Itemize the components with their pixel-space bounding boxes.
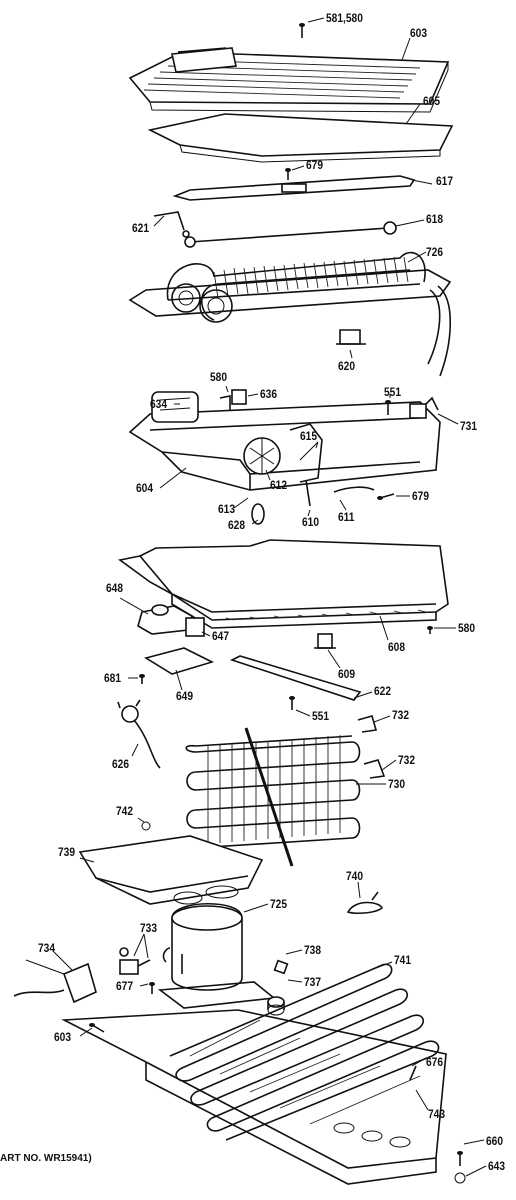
part-739-pan xyxy=(78,835,264,905)
part-660-643 xyxy=(454,1151,466,1184)
label-611: 611 xyxy=(338,510,355,524)
label-741: 741 xyxy=(394,953,412,967)
label-613: 613 xyxy=(218,502,236,516)
label-737: 737 xyxy=(304,975,322,989)
label-610: 610 xyxy=(302,515,320,529)
part-733-relay xyxy=(119,947,151,975)
part-743-base-coil xyxy=(61,963,447,1185)
label-603-bot: 603 xyxy=(54,1030,72,1044)
label-679-mid: 679 xyxy=(412,489,430,503)
label-649: 649 xyxy=(176,689,194,703)
part-618-rod xyxy=(153,211,397,248)
label-618: 618 xyxy=(426,212,444,226)
part-648-timer xyxy=(137,604,215,684)
label-608: 608 xyxy=(388,640,406,654)
label-679-top: 679 xyxy=(306,158,324,172)
label-732-a: 732 xyxy=(392,708,410,722)
label-551-mid: 551 xyxy=(312,709,330,723)
label-620: 620 xyxy=(338,359,356,373)
label-615: 615 xyxy=(300,429,318,443)
label-609: 609 xyxy=(338,667,356,681)
label-581-580: 581,580 xyxy=(326,11,363,25)
part-603-bottom xyxy=(89,1023,105,1033)
part-740-clip xyxy=(346,891,383,914)
label-580-a: 580 xyxy=(210,370,228,384)
label-617: 617 xyxy=(436,174,454,188)
part-732-brackets xyxy=(357,715,386,779)
part-725-compressor xyxy=(157,903,277,1009)
label-726: 726 xyxy=(426,245,444,259)
part-730-condenser xyxy=(185,727,361,867)
label-732-b: 732 xyxy=(398,753,416,767)
label-738: 738 xyxy=(304,943,322,957)
label-621: 621 xyxy=(132,221,150,235)
part-609-clip xyxy=(314,633,336,649)
part-620-thermostat xyxy=(336,329,366,345)
part-726-evaporator xyxy=(128,251,452,377)
label-677: 677 xyxy=(116,979,134,993)
label-647: 647 xyxy=(212,629,230,643)
label-551-top: 551 xyxy=(384,385,402,399)
label-636: 636 xyxy=(260,387,278,401)
label-603-top: 603 xyxy=(410,26,428,40)
part-604-housing xyxy=(128,389,441,525)
label-643: 643 xyxy=(488,1159,506,1173)
label-622: 622 xyxy=(374,684,392,698)
screw-581-580 xyxy=(299,23,305,38)
part-734-capacitor xyxy=(13,962,97,1004)
label-660: 660 xyxy=(486,1134,504,1148)
part-608-tray xyxy=(118,539,449,629)
label-740: 740 xyxy=(346,869,364,883)
label-743: 743 xyxy=(428,1107,446,1121)
part-626-sensor xyxy=(117,699,161,769)
label-648: 648 xyxy=(106,581,124,595)
part-742-grommet xyxy=(141,821,151,831)
label-739: 739 xyxy=(58,845,76,859)
part-617-bar xyxy=(172,168,416,201)
label-742: 742 xyxy=(116,804,134,818)
art-number-footnote: ART NO. WR15941) xyxy=(0,1153,92,1164)
label-626: 626 xyxy=(112,757,130,771)
screws-551-679 xyxy=(377,400,395,500)
label-628: 628 xyxy=(228,518,246,532)
leader-lines xyxy=(25,17,487,1177)
label-730: 730 xyxy=(388,777,406,791)
label-634: 634 xyxy=(150,397,168,411)
label-725: 725 xyxy=(270,897,288,911)
label-612: 612 xyxy=(270,478,288,492)
label-605: 605 xyxy=(423,94,441,108)
part-622-strip xyxy=(229,626,433,710)
label-580-b: 580 xyxy=(458,621,476,635)
part-738-737 xyxy=(149,959,289,1016)
label-604: 604 xyxy=(136,481,154,495)
part-603-top-cover xyxy=(128,47,450,113)
label-733: 733 xyxy=(140,921,158,935)
label-676: 676 xyxy=(426,1055,444,1069)
label-734: 734 xyxy=(38,941,56,955)
label-681: 681 xyxy=(104,671,122,685)
label-731: 731 xyxy=(460,419,478,433)
part-605-panel xyxy=(147,113,454,163)
